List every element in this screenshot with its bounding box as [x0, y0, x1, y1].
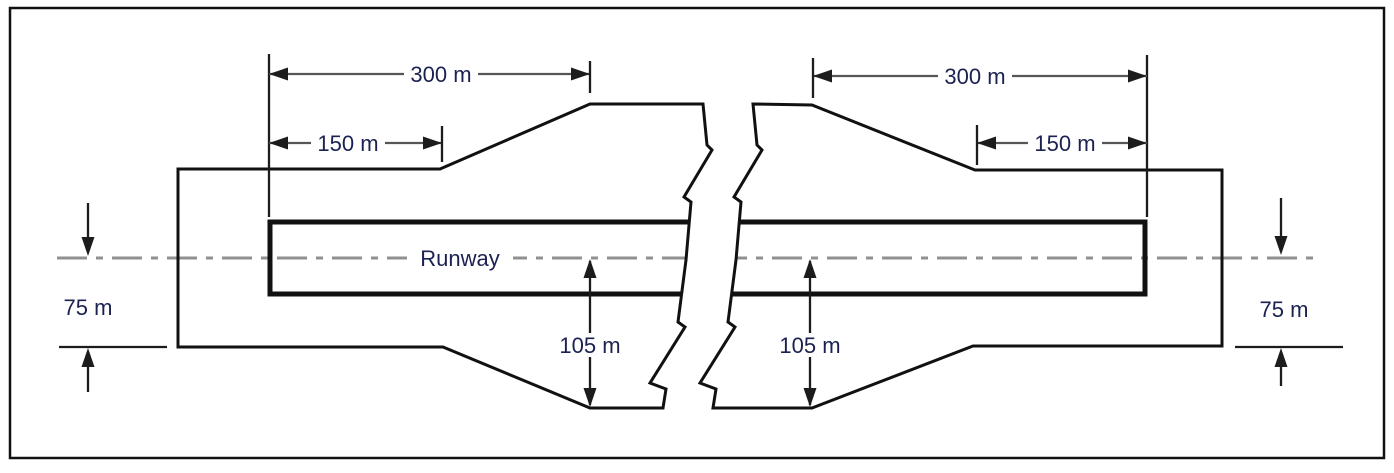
arrow-down-icon	[1274, 236, 1288, 255]
dim-label-bg	[772, 333, 848, 357]
figure-border	[8, 6, 1386, 460]
strip-outline-right	[697, 102, 1224, 410]
arrow-down-icon	[583, 388, 597, 407]
dim-label-bg	[938, 64, 1012, 88]
arrow-down-icon	[803, 388, 817, 407]
dim-label-bg	[311, 131, 385, 155]
arrow-left-icon	[269, 67, 288, 81]
dim-label-bg	[1028, 131, 1102, 155]
arrow-right-icon	[423, 136, 442, 150]
arrow-left-icon	[977, 136, 996, 150]
arrow-left-icon	[813, 69, 832, 83]
dim-label-bg	[552, 333, 628, 357]
arrow-right-icon	[1128, 136, 1147, 150]
dim-label-bg	[404, 62, 478, 86]
dim-label-300-right: 300 m	[944, 64, 1005, 89]
dim-label-300-left: 300 m	[410, 62, 471, 87]
arrow-down-icon	[81, 237, 95, 256]
arrow-up-icon	[81, 348, 95, 367]
strip-outline-left	[176, 102, 714, 410]
arrow-up-icon	[803, 259, 817, 278]
runway-label-bg	[407, 245, 513, 271]
arrow-right-icon	[1128, 69, 1147, 83]
runway-label: Runway	[420, 246, 499, 271]
dim-label-105-right: 105 m	[779, 333, 840, 358]
dim-label-150-right: 150 m	[1034, 131, 1095, 156]
dim-label-105-left: 105 m	[559, 333, 620, 358]
arrow-up-icon	[1274, 348, 1288, 367]
dim-label-75-left: 75 m	[64, 295, 113, 320]
arrow-up-icon	[583, 259, 597, 278]
dim-label-75-right: 75 m	[1260, 297, 1309, 322]
break-gap	[650, 100, 762, 412]
dim-label-150-left: 150 m	[317, 131, 378, 156]
arrow-right-icon	[571, 67, 590, 81]
arrow-left-icon	[269, 136, 288, 150]
